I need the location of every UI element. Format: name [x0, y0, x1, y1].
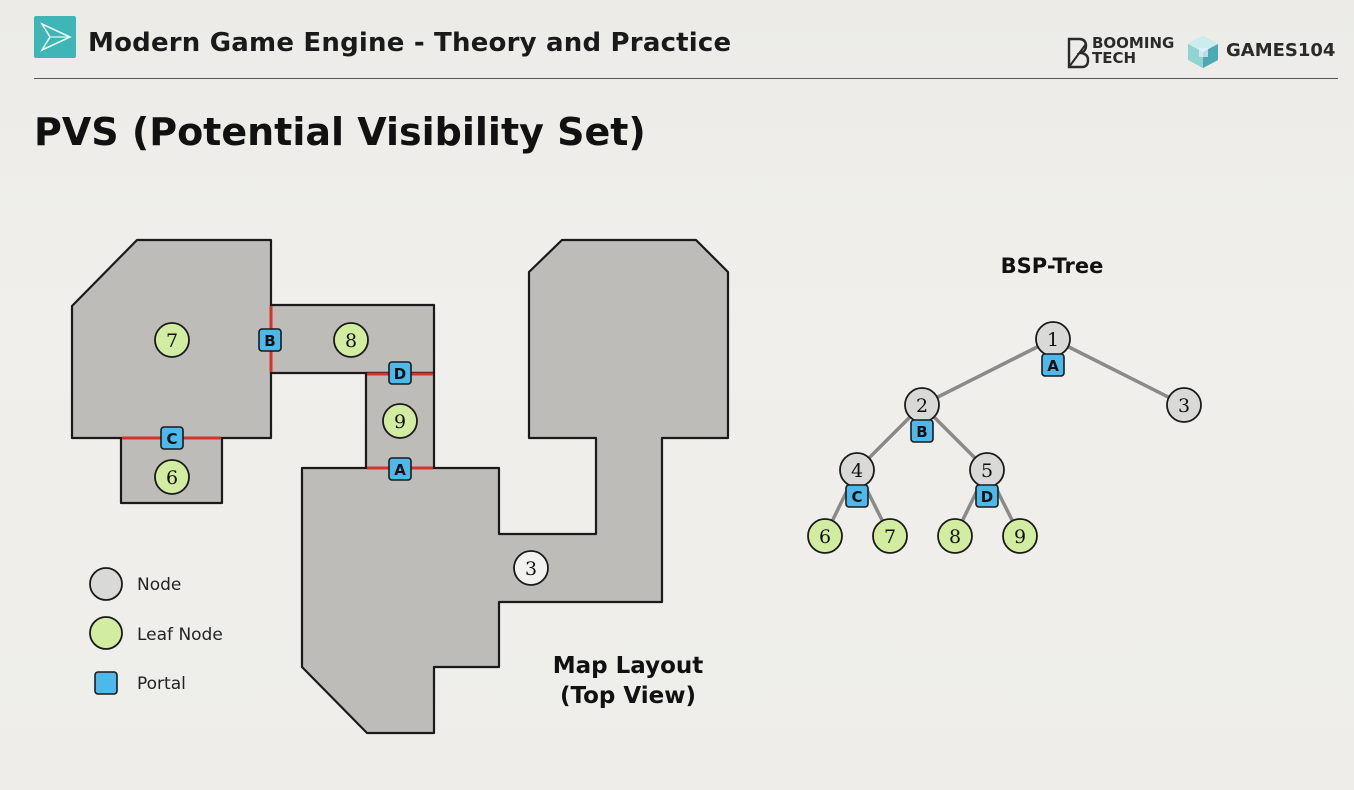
games104-logo-icon — [1188, 36, 1218, 68]
slide-header: Modern Game Engine - Theory and Practice… — [0, 0, 1354, 80]
map-caption-line1: Map Layout — [553, 653, 704, 679]
booming-tech-logo: BOOMING TECH — [1066, 36, 1174, 70]
bsp-leaf-6: 6 — [807, 518, 843, 554]
map-leaf-9: 9 — [382, 403, 418, 439]
bsp-portal-label-d: D — [981, 488, 993, 506]
map-node-3: 3 — [513, 550, 549, 586]
map-leaf-8-label: 8 — [345, 330, 357, 352]
legend-node-icon — [89, 567, 123, 601]
map-portal-b: B — [258, 328, 282, 352]
games104-wordmark: GAMES104 — [1226, 40, 1336, 61]
bsp-leaf-9: 9 — [1002, 518, 1038, 554]
bsp-node-circle-7 — [872, 518, 908, 554]
map-caption-line2: (Top View) — [560, 683, 696, 709]
legend-node: Node — [89, 567, 181, 601]
bsp-node-5: 5D — [969, 452, 1005, 508]
map-layout: 7 8 9 6 3 B — [70, 238, 730, 735]
course-title: Modern Game Engine - Theory and Practice — [88, 28, 732, 58]
map-portal-c-label: C — [166, 430, 177, 448]
map-portal-b-label: B — [264, 332, 275, 350]
bsp-node-1: 1A — [1035, 321, 1071, 377]
bsp-portal-label-b: B — [916, 423, 927, 441]
bsp-edge-1-3 — [1052, 337, 1185, 407]
legend-portal-label: Portal — [137, 674, 186, 694]
legend-node-label: Node — [137, 575, 181, 595]
bsp-node-2: 2B — [904, 387, 940, 443]
bsp-leaf-8: 8 — [937, 518, 973, 554]
map-leaf-8: 8 — [333, 322, 369, 358]
bsp-portal-d — [975, 484, 999, 508]
bsp-node-4: 4C — [839, 452, 875, 508]
bsp-node-label-7: 7 — [884, 526, 896, 548]
bsp-portal-c — [845, 484, 869, 508]
bsp-tree-title: BSP-Tree — [1001, 254, 1104, 278]
bsp-edge-1-2 — [921, 337, 1054, 407]
bsp-portal-label-c: C — [851, 488, 862, 506]
booming-tech-logo-icon — [1067, 37, 1090, 69]
bsp-node-label-1: 1 — [1047, 329, 1059, 351]
legend-leaf-icon — [89, 616, 123, 650]
map-node-3-label: 3 — [525, 558, 537, 580]
legend-portal-icon — [94, 671, 118, 695]
bsp-node-label-3: 3 — [1178, 395, 1190, 417]
bsp-portal-label-a: A — [1047, 357, 1059, 375]
map-leaf-6-label: 6 — [166, 467, 178, 489]
bsp-node-label-6: 6 — [819, 526, 831, 548]
bsp-leaf-7: 7 — [872, 518, 908, 554]
bsp-node-label-4: 4 — [851, 460, 863, 482]
map-nodes: 7 8 9 6 3 — [154, 322, 549, 586]
bsp-node-label-9: 9 — [1014, 526, 1026, 548]
bsp-node-label-8: 8 — [949, 526, 961, 548]
course-logo-icon — [34, 16, 76, 58]
bsp-node-label-5: 5 — [981, 460, 993, 482]
map-portal-a: A — [388, 457, 412, 481]
map-leaf-9-label: 9 — [394, 411, 406, 433]
legend-leaf-label: Leaf Node — [137, 625, 223, 645]
map-portals: B D C A — [160, 328, 412, 481]
bsp-node-circle-3 — [1166, 387, 1202, 423]
legend: Node Leaf Node Portal — [89, 567, 223, 695]
bsp-node-label-2: 2 — [916, 395, 928, 417]
slide-title: PVS (Potential Visibility Set) — [34, 110, 646, 154]
bsp-node-circle-9 — [1002, 518, 1038, 554]
bsp-node-circle-6 — [807, 518, 843, 554]
legend-portal: Portal — [94, 671, 186, 695]
map-leaf-7: 7 — [154, 322, 190, 358]
bsp-portal-a — [1041, 353, 1065, 377]
booming-tech-wordmark: BOOMING TECH — [1092, 34, 1175, 67]
bsp-portal-b — [910, 419, 934, 443]
map-portal-d-label: D — [394, 365, 406, 383]
map-leaf-6: 6 — [154, 459, 190, 495]
map-portal-d: D — [388, 361, 412, 385]
map-portal-c: C — [160, 426, 184, 450]
legend-leaf: Leaf Node — [89, 616, 223, 650]
header-divider — [34, 78, 1338, 79]
bsp-node-3: 3 — [1166, 387, 1202, 423]
map-portal-a-label: A — [394, 461, 406, 479]
room-3 — [300, 238, 730, 735]
bsp-tree-edges — [823, 337, 1185, 537]
map-leaf-7-label: 7 — [166, 330, 178, 352]
bsp-node-circle-8 — [937, 518, 973, 554]
